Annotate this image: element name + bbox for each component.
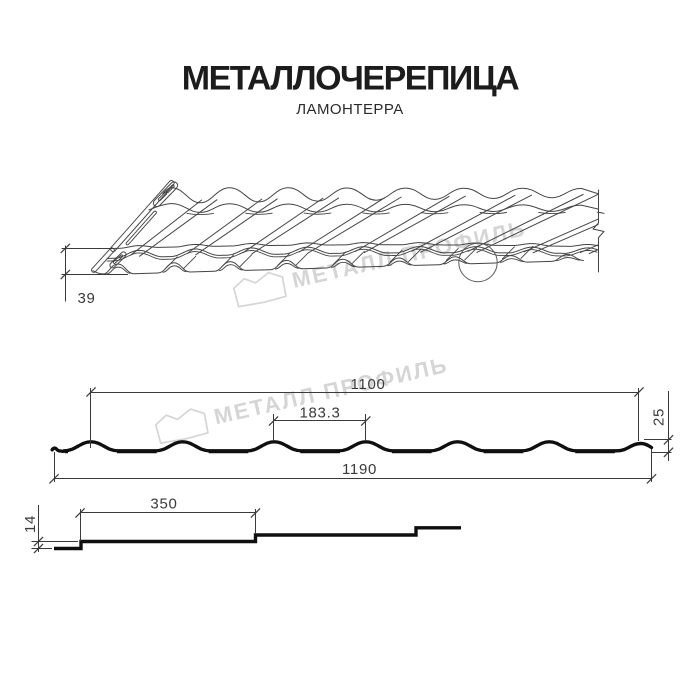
svg-text:14: 14: [22, 515, 39, 533]
svg-text:25: 25: [651, 408, 668, 426]
svg-text:350: 350: [150, 496, 177, 513]
svg-text:ЛАМОНТЕРРА: ЛАМОНТЕРРА: [296, 101, 404, 118]
svg-text:39: 39: [77, 290, 95, 307]
svg-text:1190: 1190: [342, 461, 377, 478]
svg-text:МЕТАЛЛОЧЕРЕПИЦА: МЕТАЛЛОЧЕРЕПИЦА: [182, 60, 519, 98]
svg-text:183.3: 183.3: [299, 405, 340, 422]
svg-text:1100: 1100: [350, 376, 385, 393]
